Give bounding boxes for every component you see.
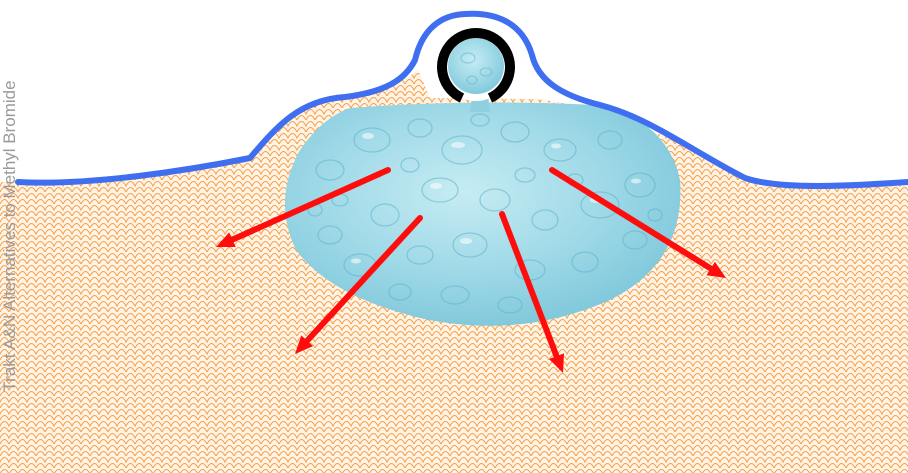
drip-tube-icon <box>441 31 511 101</box>
side-caption: Trakt A&N Alternatives to Methyl Bromide <box>0 4 20 468</box>
